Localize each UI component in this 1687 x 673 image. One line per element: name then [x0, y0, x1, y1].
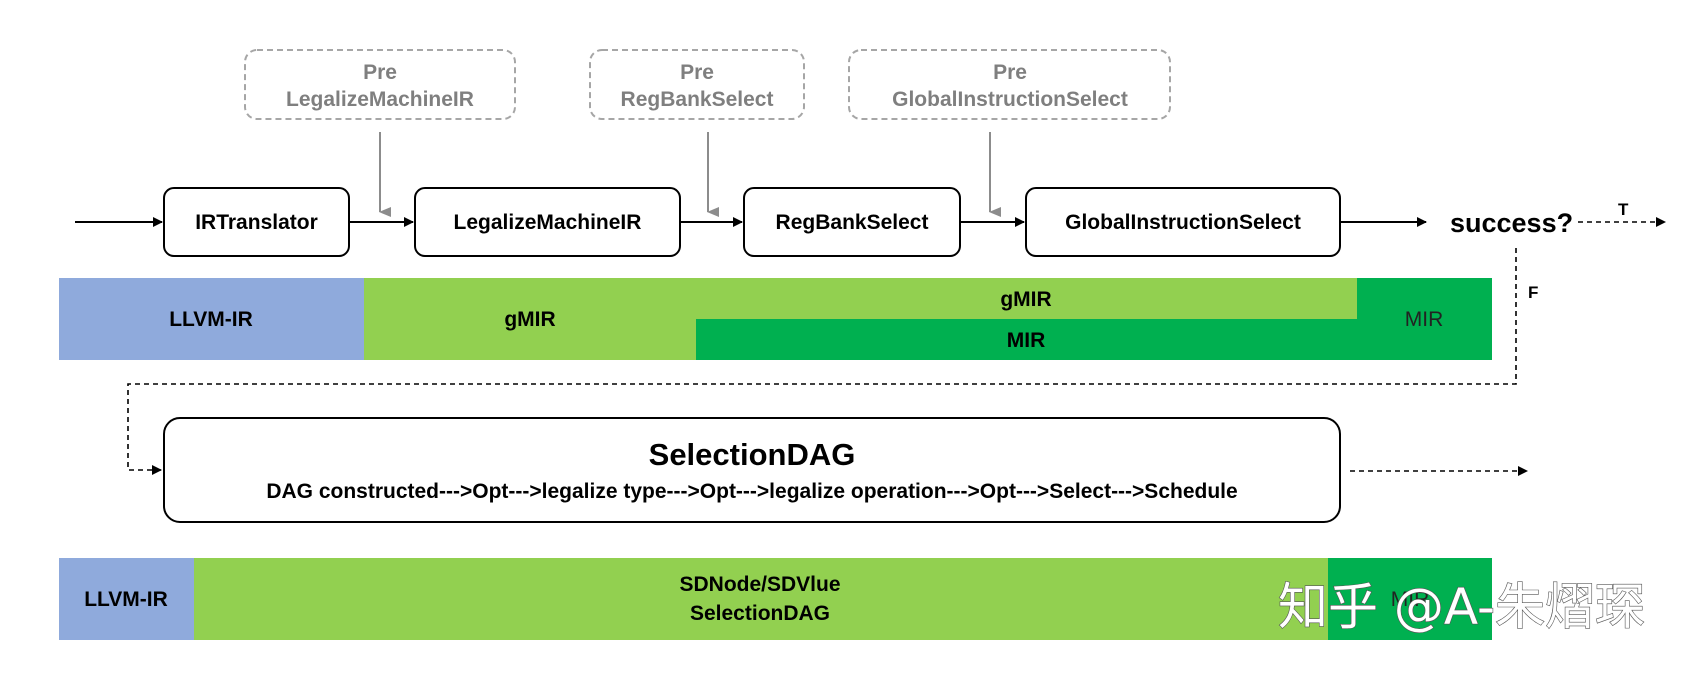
- selection-dag-title: SelectionDAG: [649, 437, 856, 472]
- gmir-label: gMIR: [504, 308, 555, 331]
- pre-regbank-box: Pre RegBankSelect: [589, 49, 805, 120]
- pre-legalize-line1: Pre: [363, 61, 397, 84]
- pre-global-select-line2: GlobalInstructionSelect: [892, 88, 1128, 111]
- llvm-ir-label: LLVM-IR: [169, 308, 253, 331]
- sdag-ir-bar: LLVM-IR SDNode/SDVlue SelectionDAG MIR: [59, 558, 1492, 640]
- gmir-segment: [364, 278, 696, 360]
- pre-regbank-line2: RegBankSelect: [621, 88, 774, 111]
- gmir-upper-label: gMIR: [1000, 288, 1051, 311]
- regbank-select-box: RegBankSelect: [743, 187, 961, 257]
- irtranslator-box: IRTranslator: [163, 187, 350, 257]
- gmir-upper-segment: [696, 278, 1357, 319]
- sdag-mir-label: MIR: [1391, 588, 1430, 611]
- sdnode-segment: [194, 558, 1328, 640]
- legalize-machine-ir-box: LegalizeMachineIR: [414, 187, 681, 257]
- true-label: T: [1618, 200, 1629, 219]
- mir-lower-label: MIR: [1007, 329, 1046, 352]
- pre-regbank-line1: Pre: [680, 61, 714, 84]
- global-instruction-select-label: GlobalInstructionSelect: [1065, 211, 1301, 234]
- global-instruction-select-box: GlobalInstructionSelect: [1025, 187, 1341, 257]
- success-decision: success?: [1450, 208, 1573, 238]
- sdag-llvm-ir-label: LLVM-IR: [84, 588, 168, 611]
- pre-legalize-box: Pre LegalizeMachineIR: [244, 49, 516, 120]
- sdag-mir-segment: [1328, 558, 1492, 640]
- pre-global-select-box: Pre GlobalInstructionSelect: [848, 49, 1171, 120]
- mir-end-label: MIR: [1405, 308, 1444, 331]
- sdnode-line1: SDNode/SDVlue: [679, 573, 840, 596]
- globalisel-ir-bar: LLVM-IR gMIR gMIR MIR MIR: [59, 278, 1492, 360]
- irtranslator-label: IRTranslator: [195, 211, 318, 234]
- selection-dag-box: SelectionDAG DAG constructed--->Opt--->l…: [163, 417, 1341, 523]
- selection-dag-steps: DAG constructed--->Opt--->legalize type-…: [266, 480, 1237, 503]
- sdnode-line2: SelectionDAG: [690, 602, 830, 625]
- watermark: 知乎 @A-朱熠琛: [1278, 578, 1645, 636]
- mir-lower-segment: [696, 319, 1357, 360]
- pre-global-select-line1: Pre: [993, 61, 1027, 84]
- pre-legalize-line2: LegalizeMachineIR: [286, 88, 474, 111]
- mir-end-segment: [1357, 278, 1492, 360]
- llvm-ir-segment: [59, 278, 364, 360]
- sdag-llvm-ir-segment: [59, 558, 194, 640]
- false-label: F: [1528, 283, 1538, 302]
- false-branch-arrow: [127, 248, 1517, 475]
- legalize-machine-ir-label: LegalizeMachineIR: [454, 211, 642, 234]
- regbank-select-label: RegBankSelect: [776, 211, 929, 234]
